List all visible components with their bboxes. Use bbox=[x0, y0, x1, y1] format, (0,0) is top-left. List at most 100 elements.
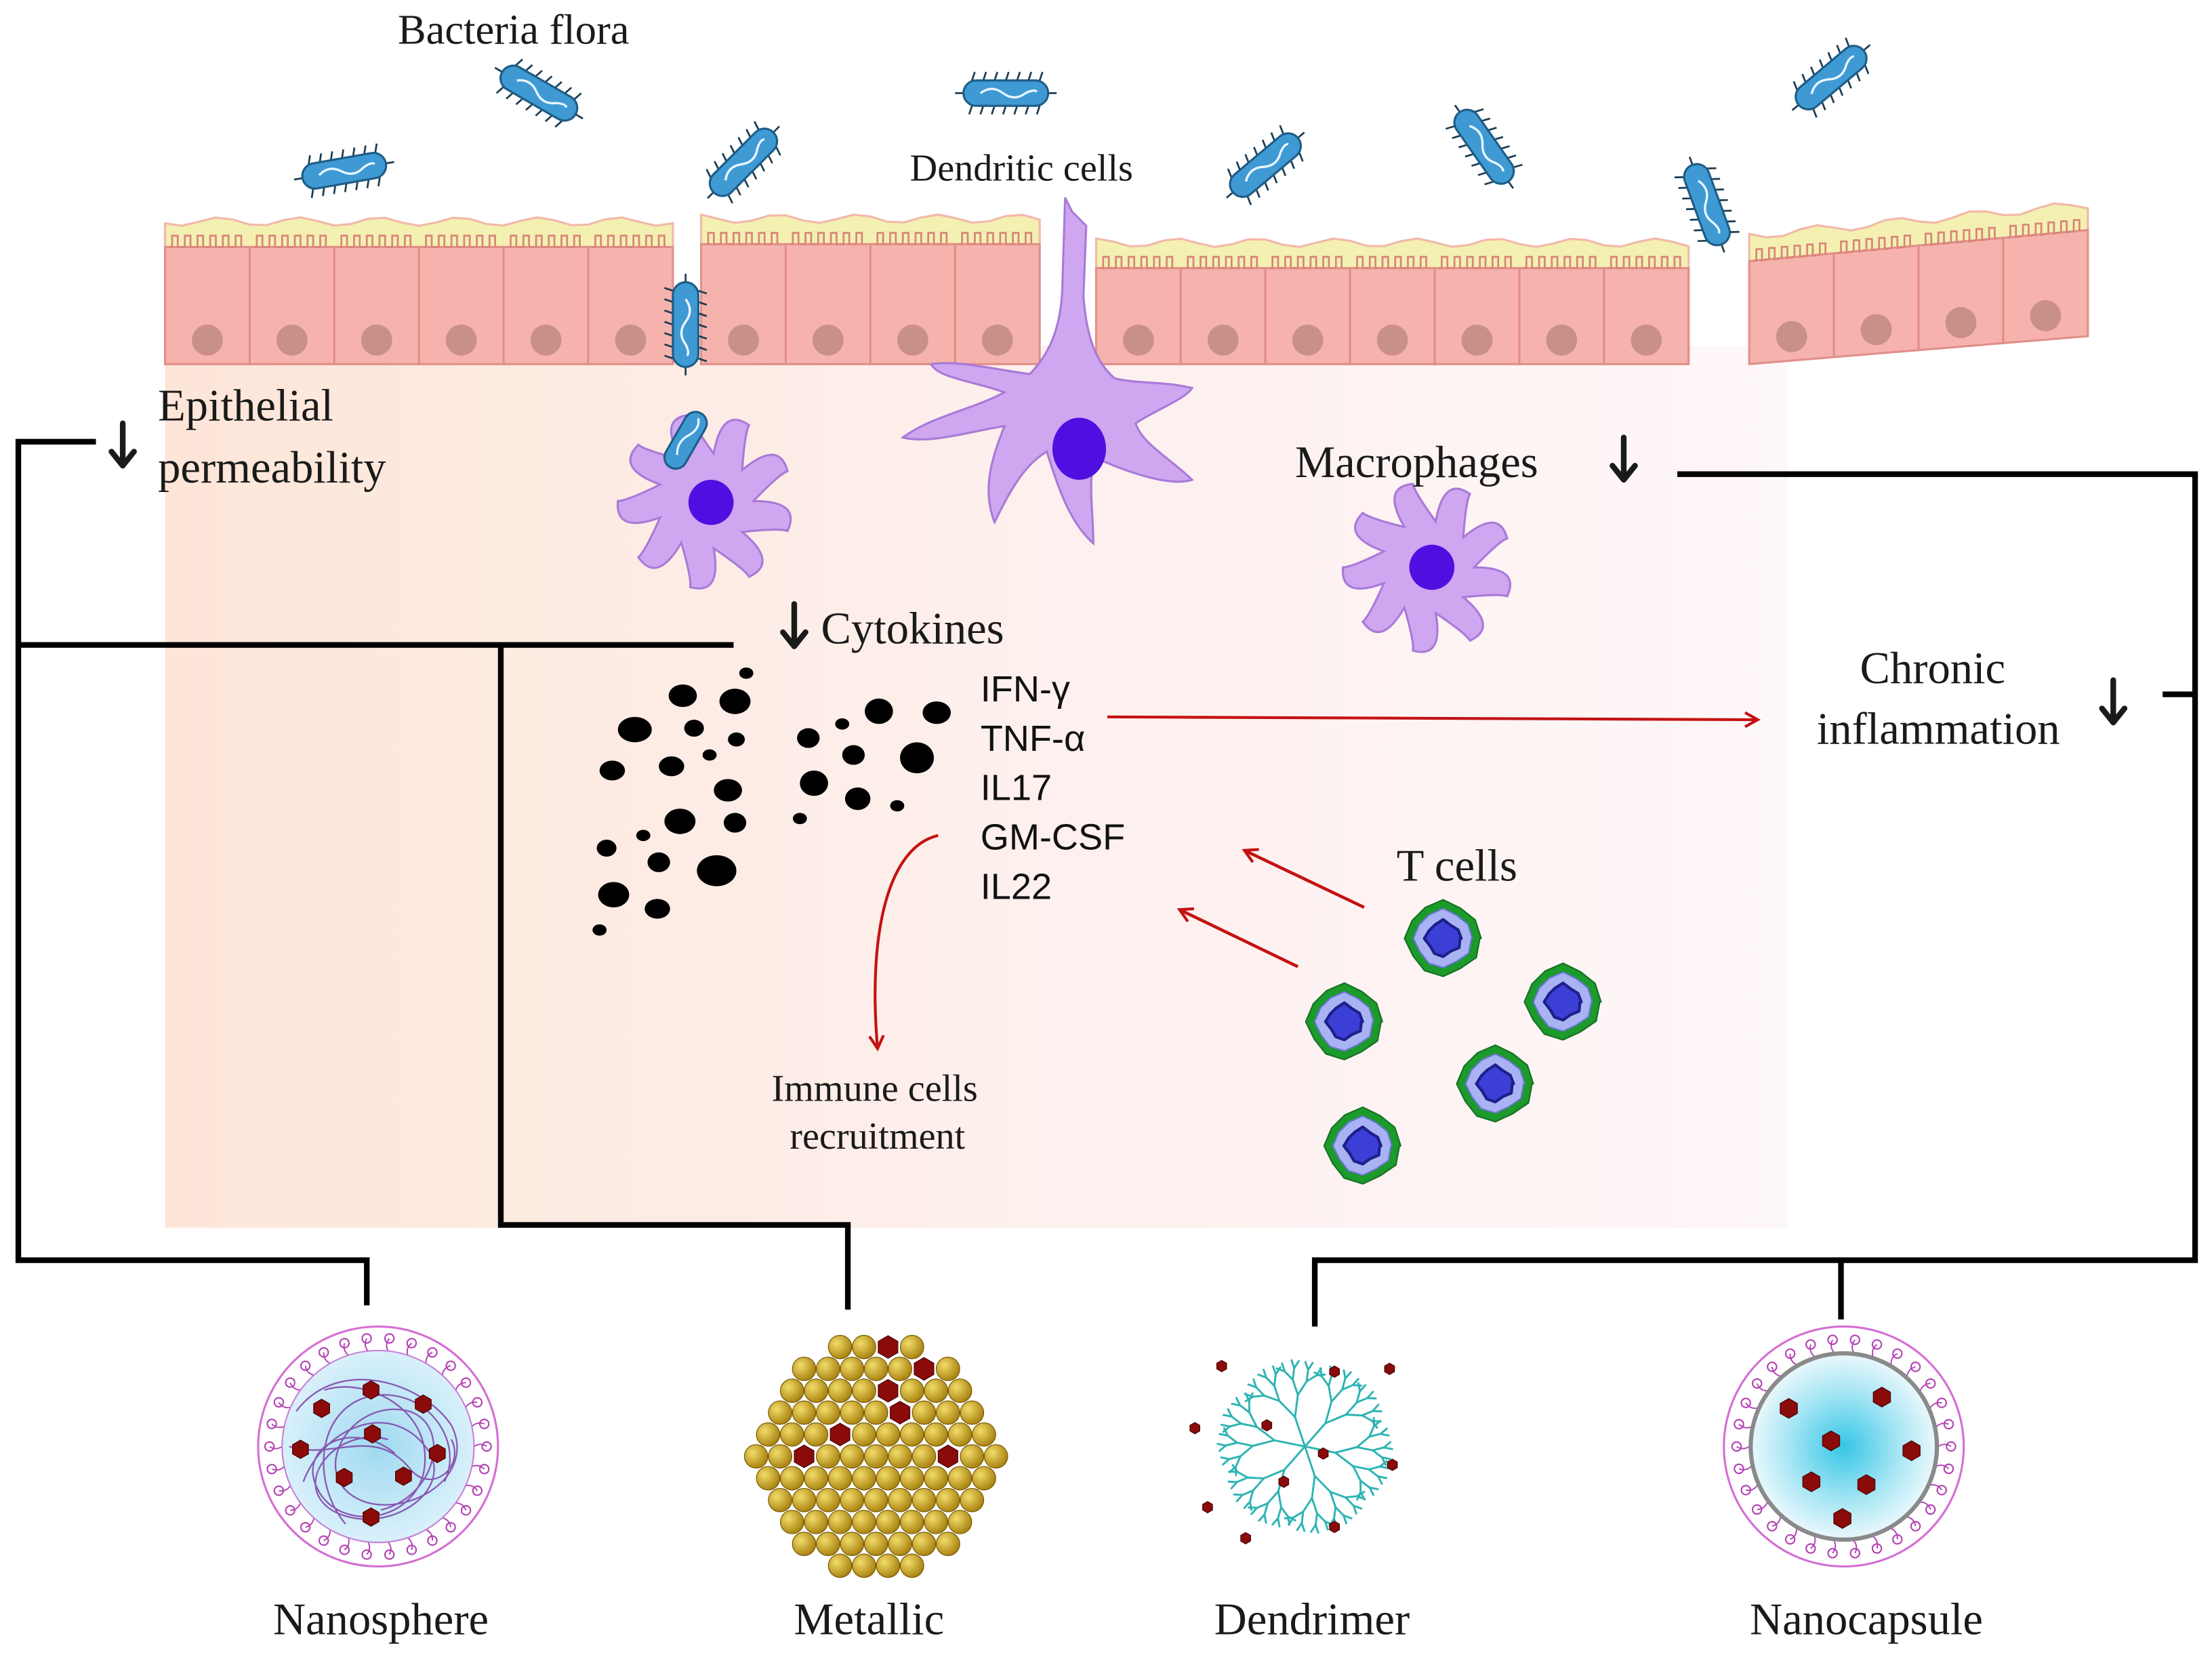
t-cell bbox=[1404, 899, 1482, 977]
immune-recruitment-label-line1: Immune cells bbox=[771, 1067, 977, 1109]
epithelial-permeability-label-line2: permeability bbox=[158, 443, 386, 493]
gold-particle bbox=[768, 1400, 793, 1425]
dendritic-cells-label: Dendritic cells bbox=[910, 148, 1133, 190]
drug-molecule bbox=[395, 1466, 412, 1486]
drug-molecule bbox=[878, 1335, 899, 1359]
bacterium bbox=[705, 121, 781, 204]
gold-particle bbox=[840, 1400, 865, 1425]
down-arrow-icon bbox=[108, 420, 137, 469]
t-cell bbox=[1523, 962, 1602, 1041]
gold-particle bbox=[827, 1466, 853, 1491]
gold-particle bbox=[852, 1466, 876, 1491]
epithelial-segment bbox=[1094, 237, 1690, 365]
t-cells-group bbox=[1305, 899, 1602, 1185]
nanocapsule-illustration bbox=[1723, 1325, 1965, 1568]
gold-particle bbox=[876, 1509, 901, 1534]
down-arrow-icon bbox=[1610, 434, 1638, 483]
gold-particle bbox=[924, 1378, 949, 1403]
gold-particle bbox=[899, 1378, 924, 1403]
gold-particle bbox=[804, 1378, 829, 1403]
gold-particle bbox=[947, 1466, 972, 1491]
drug-molecule bbox=[335, 1468, 353, 1488]
immune-recruitment-label-line2: recruitment bbox=[790, 1115, 965, 1157]
gold-particle bbox=[912, 1532, 937, 1557]
gold-particle bbox=[816, 1357, 840, 1381]
t-cell bbox=[1323, 1106, 1401, 1185]
drug-molecule bbox=[1216, 1359, 1227, 1372]
down-arrow-icon bbox=[2099, 677, 2128, 726]
gold-particle bbox=[852, 1378, 876, 1403]
gold-particle bbox=[912, 1444, 937, 1469]
cytokine-item: IL22 bbox=[981, 866, 1052, 907]
gold-particle bbox=[912, 1400, 937, 1425]
drug-molecule bbox=[1317, 1447, 1329, 1460]
gold-particle bbox=[888, 1357, 912, 1381]
gold-particle bbox=[792, 1357, 817, 1381]
gold-particle bbox=[840, 1357, 865, 1381]
gold-particle bbox=[947, 1422, 972, 1447]
gold-particle bbox=[924, 1509, 949, 1534]
drug-molecule bbox=[313, 1398, 330, 1418]
bacterium bbox=[955, 71, 1057, 115]
gold-particle bbox=[827, 1509, 853, 1534]
drug-molecule bbox=[914, 1357, 935, 1381]
drug-molecule bbox=[1872, 1387, 1891, 1408]
bacteria-group bbox=[293, 37, 1871, 375]
dendrimer-illustration bbox=[1189, 1359, 1398, 1544]
drug-molecule bbox=[890, 1401, 911, 1424]
gold-particle bbox=[779, 1466, 804, 1491]
bacterium bbox=[1445, 104, 1523, 189]
drug-molecule bbox=[1329, 1521, 1340, 1534]
nanoparticle-label-nanocapsule: Nanocapsule bbox=[1750, 1595, 1983, 1644]
gold-particle bbox=[804, 1509, 829, 1534]
gold-particle bbox=[743, 1444, 769, 1469]
gold-particle bbox=[863, 1400, 888, 1425]
gold-particle bbox=[779, 1509, 804, 1534]
gold-particle bbox=[960, 1444, 985, 1469]
drug-molecule bbox=[1278, 1475, 1290, 1488]
dendritic-cell bbox=[900, 197, 1194, 546]
chronic-inflammation-label-line2: inflammation bbox=[1817, 704, 2060, 754]
gold-particle bbox=[852, 1509, 876, 1534]
gold-particle bbox=[804, 1466, 829, 1491]
bacterium bbox=[664, 273, 708, 375]
gold-particle bbox=[863, 1444, 888, 1469]
gold-particle bbox=[899, 1509, 924, 1534]
drug-molecule bbox=[1822, 1430, 1841, 1452]
epithelial-segment bbox=[163, 216, 674, 365]
engulfed-bacterium bbox=[663, 411, 708, 470]
cytokine-item: IFN-γ bbox=[981, 669, 1070, 710]
gold-particle bbox=[947, 1378, 972, 1403]
bacterium bbox=[1791, 37, 1871, 118]
cytokine-item: TNF-α bbox=[981, 718, 1086, 759]
drug-molecule bbox=[363, 1380, 380, 1400]
drug-molecule bbox=[415, 1394, 432, 1414]
bacterium bbox=[1674, 157, 1740, 253]
gold-particle bbox=[899, 1334, 924, 1359]
gold-particle bbox=[792, 1488, 817, 1513]
gold-particle bbox=[852, 1553, 876, 1578]
gold-particle bbox=[888, 1444, 912, 1469]
macrophages-label: Macrophages bbox=[1295, 438, 1538, 487]
gold-particle bbox=[863, 1357, 888, 1381]
gold-particle bbox=[792, 1532, 817, 1557]
drug-molecule bbox=[1387, 1458, 1398, 1471]
down-arrow-icon bbox=[780, 601, 808, 649]
gold-particle bbox=[899, 1553, 924, 1578]
gold-particle bbox=[972, 1422, 996, 1447]
nanoparticle-label-dendrimer: Dendrimer bbox=[1214, 1595, 1410, 1644]
gold-particle bbox=[972, 1466, 996, 1491]
gold-particle bbox=[804, 1422, 829, 1447]
gold-particle bbox=[840, 1444, 865, 1469]
macrophage-right bbox=[1342, 483, 1511, 653]
gold-particle bbox=[768, 1488, 793, 1513]
gold-particle bbox=[827, 1378, 853, 1403]
drug-molecule bbox=[794, 1444, 815, 1469]
drug-molecule bbox=[428, 1443, 446, 1464]
drug-molecule bbox=[878, 1378, 899, 1403]
drug-molecule bbox=[1857, 1474, 1876, 1495]
cytokine-item: IL17 bbox=[981, 768, 1052, 808]
drug-molecule bbox=[364, 1424, 381, 1443]
gold-particle bbox=[852, 1422, 876, 1447]
